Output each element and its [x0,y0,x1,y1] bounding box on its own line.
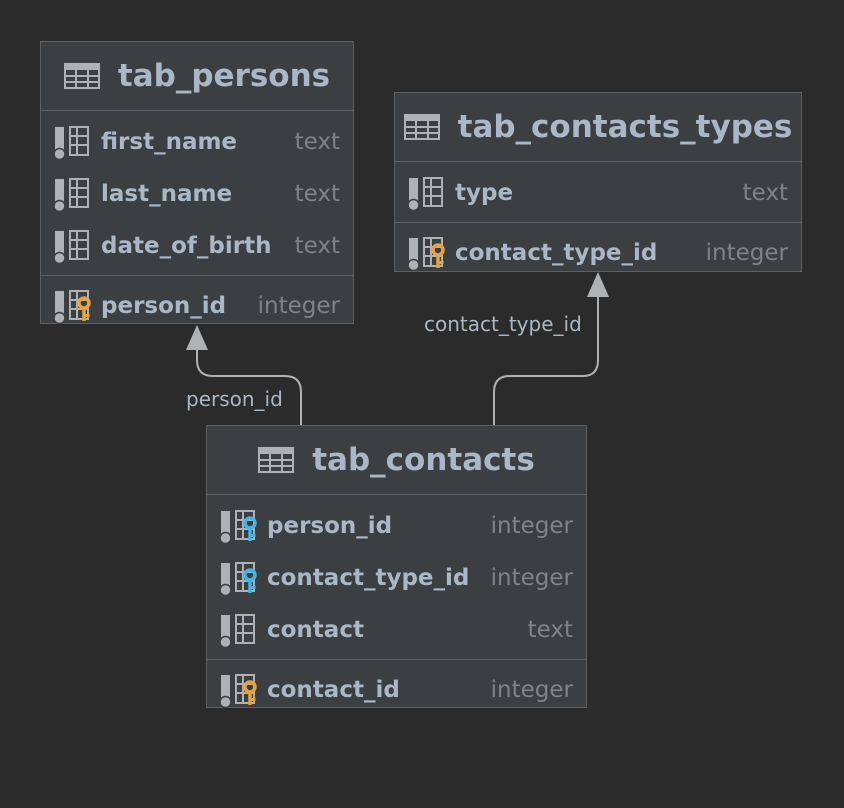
column-row-type[interactable]: type text [395,167,801,219]
column-type: integer [490,677,573,703]
table-header: tab_persons [41,42,353,111]
primary-key-icon [53,290,91,324]
column-list: first_name text last_name text [41,111,353,275]
column-row-last-name[interactable]: last_name text [41,168,353,220]
column-name: contact_type_id [267,565,470,591]
column-type: text [294,129,340,155]
foreign-key-icon [219,510,257,544]
table-icon [63,63,100,89]
primary-key-section: contact_type_id integer [395,222,801,284]
column-name: last_name [101,181,233,207]
table-icon [258,447,295,473]
column-row-date-of-birth[interactable]: date_of_birth text [41,220,353,272]
foreign-key-icon [219,562,257,596]
column-icon [53,126,89,160]
column-name: date_of_birth [101,233,272,259]
column-row-person-id[interactable]: person_id integer [207,500,586,552]
column-name: person_id [101,293,227,319]
column-list: type text [395,162,801,222]
table-tab-contacts-types[interactable]: tab_contacts_types type text [394,92,802,272]
table-tab-persons[interactable]: tab_persons first_name text [40,41,354,324]
column-icon [53,230,89,264]
relation-label-contact-type-id: contact_type_id [424,312,582,336]
column-row-contact-id[interactable]: contact_id integer [207,664,586,716]
primary-key-section: contact_id integer [207,659,586,721]
table-icon [403,114,440,140]
column-name: person_id [267,513,393,539]
column-type: integer [490,513,573,539]
column-icon [219,614,255,648]
table-title: tab_persons [117,58,331,94]
column-row-contact[interactable]: contact text [207,604,586,656]
relation-line-person-id [196,350,302,425]
column-row-person-id[interactable]: person_id integer [41,280,353,332]
column-type: integer [705,240,788,266]
column-type: text [527,617,573,643]
table-title: tab_contacts [312,442,535,478]
column-name: contact_id [267,677,400,703]
relation-arrowhead-contact-type-id [587,272,609,297]
column-type: integer [257,293,340,319]
table-title: tab_contacts_types [457,109,793,145]
relation-arrowhead-person-id [186,325,208,350]
column-name: contact_type_id [455,240,658,266]
primary-key-icon [407,237,445,271]
column-name: contact [267,617,364,643]
column-icon [53,178,89,212]
table-header: tab_contacts_types [395,93,801,162]
column-row-first-name[interactable]: first_name text [41,116,353,168]
relation-label-person-id: person_id [186,387,283,411]
table-header: tab_contacts [207,426,586,495]
column-name: first_name [101,129,238,155]
column-row-contact-type-id[interactable]: contact_type_id integer [207,552,586,604]
column-type: integer [490,565,573,591]
column-list: person_id integer contact_type_id intege… [207,495,586,659]
table-tab-contacts[interactable]: tab_contacts person_id integer [206,425,587,708]
column-row-contact-type-id[interactable]: contact_type_id integer [395,227,801,279]
column-type: text [294,181,340,207]
relation-line-contact-type-id [493,297,599,425]
column-name: type [455,180,514,206]
column-type: text [742,180,788,206]
column-icon [407,177,443,211]
primary-key-icon [219,674,257,708]
primary-key-section: person_id integer [41,275,353,337]
column-type: text [294,233,340,259]
